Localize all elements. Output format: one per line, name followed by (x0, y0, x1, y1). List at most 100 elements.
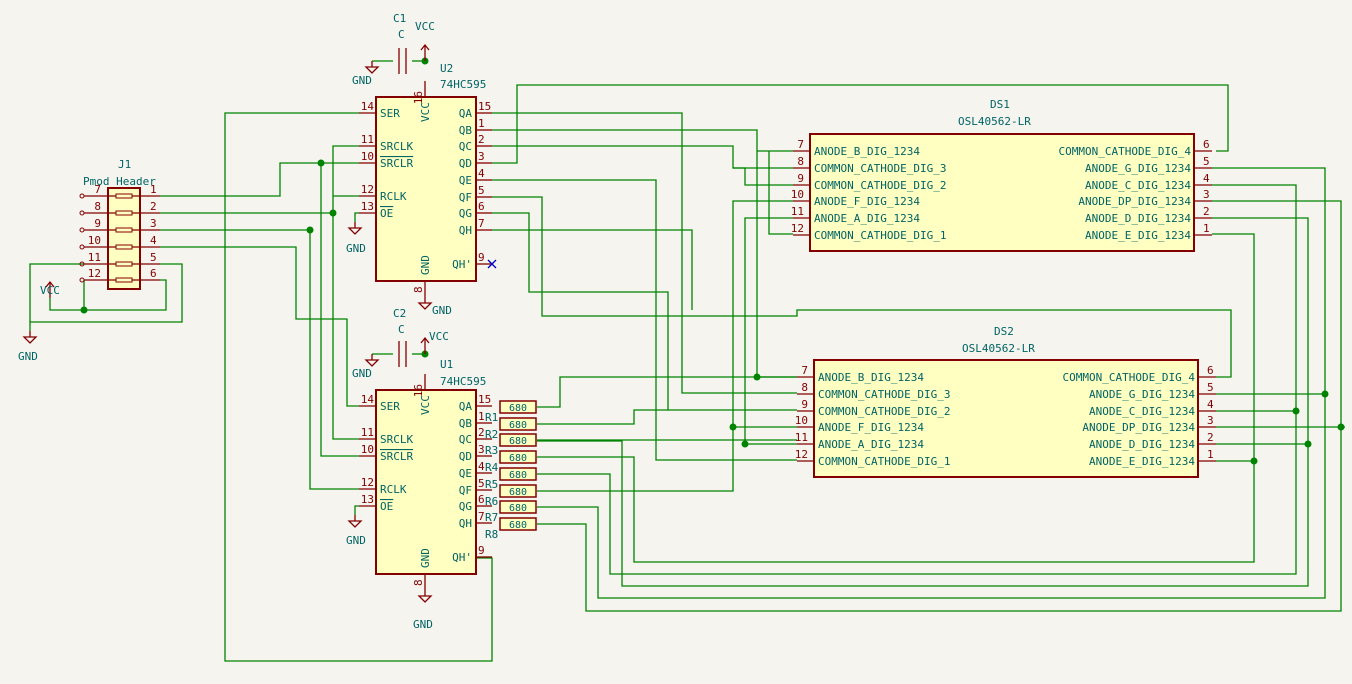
u1-pin-number: 5 (478, 477, 485, 490)
u2-pin-name: SRCLK (380, 140, 413, 153)
ds2-pin-number: 2 (1207, 431, 1214, 444)
resistor-body[interactable] (499, 517, 537, 531)
junction-dot (741, 440, 749, 448)
ds1-pins: 7ANODE_B_DIG_12346COMMON_CATHODE_DIG_48C… (791, 138, 1212, 242)
u2-pin-name: QE (459, 174, 472, 187)
u1-pin-number: 2 (478, 426, 485, 439)
ds1-value: OSL40562-LR (958, 115, 1031, 128)
u2-pin-number: 2 (478, 133, 485, 146)
ds2-pins: 7ANODE_B_DIG_12346COMMON_CATHODE_DIG_48C… (795, 364, 1216, 468)
u1-pin-name: QB (459, 417, 473, 430)
resistor-value: 680 (509, 403, 527, 414)
u2-pin-number: 3 (478, 150, 485, 163)
wire (537, 376, 797, 408)
capacitor-c1[interactable]: C1 C (393, 12, 407, 74)
ds1-pin-number: 11 (791, 205, 804, 218)
ds2-value: OSL40562-LR (962, 342, 1035, 355)
junction-dot (1304, 440, 1312, 448)
j1-pin-number: 5 (150, 251, 157, 264)
u1-pin-name: QH' (452, 551, 472, 564)
u1-pin-name: RCLK (380, 483, 407, 496)
wires (29, 60, 1345, 662)
junction-dot (729, 423, 737, 431)
display-ds1[interactable]: DS1 OSL40562-LR 7ANODE_B_DIG_12346COMMON… (791, 98, 1212, 252)
u2-pin-name: QH' (452, 258, 472, 271)
ds2-pin-number: 9 (801, 398, 808, 411)
u1-pin-number: 1 (478, 410, 485, 423)
ds1-pin-number: 5 (1203, 155, 1210, 168)
resistor-body[interactable] (499, 484, 537, 498)
u1-pin-number: 12 (361, 476, 374, 489)
gnd-triangle (364, 66, 380, 74)
resistor-ref: R5 (485, 478, 498, 491)
resistor-ref: R3 (485, 444, 498, 457)
resistor-body[interactable] (499, 467, 537, 481)
gnd-label: GND (413, 618, 433, 631)
u2-pin-name: RCLK (380, 190, 407, 203)
capacitor-c2[interactable]: C2 C (393, 307, 407, 367)
wire (492, 84, 1229, 164)
ds1-pin-name: COMMON_CATHODE_DIG_1 (814, 229, 946, 242)
j1-body (107, 187, 141, 290)
vcc-arrow (45, 280, 55, 288)
wire (537, 440, 1309, 587)
junction-dot (1250, 457, 1258, 465)
ds1-pin-number: 6 (1203, 138, 1210, 151)
ic-u2[interactable]: U2 74HC595 14SER11SRCLK10SRCLR12RCLK13OE… (359, 62, 492, 297)
ds1-pin-name: ANODE_D_DIG_1234 (1085, 212, 1191, 225)
u1-pin-number: 10 (361, 443, 374, 456)
j1-pin-end (79, 210, 85, 216)
wire (492, 196, 1232, 378)
u2-pin-number: 12 (361, 183, 374, 196)
ds1-pin-number: 3 (1203, 188, 1210, 201)
ds2-pin-name: ANODE_D_DIG_1234 (1089, 438, 1195, 451)
resistor-body[interactable] (499, 500, 537, 514)
u1-pin-name: OE (380, 500, 393, 513)
gnd-triangle (347, 227, 363, 235)
resistor-body[interactable] (499, 433, 537, 447)
vcc-label: VCC (40, 284, 60, 297)
u1-pin-number: 9 (478, 544, 485, 557)
u1-pin-number: 15 (478, 393, 491, 406)
u2-pin-name: QA (459, 107, 473, 120)
resistor-body[interactable] (499, 400, 537, 414)
ic-u1[interactable]: U1 74HC595 14SER11SRCLK10SRCLR12RCLK13OE… (359, 358, 492, 590)
ds1-pin-name: ANODE_E_DIG_1234 (1085, 229, 1191, 242)
ds1-pin-number: 12 (791, 222, 804, 235)
ds1-pin-number: 2 (1203, 205, 1210, 218)
wire (537, 456, 1255, 563)
ds1-pin-name: ANODE_B_DIG_1234 (814, 145, 920, 158)
ds1-pin-name: ANODE_C_DIG_1234 (1085, 179, 1191, 192)
junction-dot (1337, 423, 1345, 431)
ds2-pin-number: 5 (1207, 381, 1214, 394)
ds2-pin-name: COMMON_CATHODE_DIG_4 (1063, 371, 1196, 384)
gnd-triangle (22, 336, 38, 344)
gnd-label: GND (352, 74, 372, 87)
display-ds2[interactable]: DS2 OSL40562-LR 7ANODE_B_DIG_12346COMMON… (795, 325, 1216, 478)
u2-pin-number: 9 (478, 251, 485, 264)
gnd-label: GND (18, 350, 38, 363)
wire (332, 145, 359, 440)
u1-pin-number: 4 (478, 460, 485, 473)
u2-pin-number: 4 (478, 167, 485, 180)
u1-ref: U1 (440, 358, 453, 371)
u2-pin-name: QD (459, 157, 472, 170)
j1-contact (115, 210, 133, 216)
ds2-pin-number: 4 (1207, 398, 1214, 411)
junction-dot (1321, 390, 1329, 398)
wire (537, 394, 1326, 599)
u2-gnd-name: GND (419, 255, 432, 275)
wire (492, 229, 693, 310)
wire (160, 162, 359, 197)
j1-pin-end (79, 193, 85, 199)
resistor-value: 680 (509, 453, 527, 464)
resistor-body[interactable] (499, 450, 537, 464)
junction-dot (753, 373, 761, 381)
resistor-body[interactable] (499, 417, 537, 431)
u2-pin-name: QB (459, 124, 473, 137)
ds2-body (813, 359, 1199, 478)
u1-pin-name: QA (459, 400, 473, 413)
u1-pin-name: QF (459, 484, 472, 497)
